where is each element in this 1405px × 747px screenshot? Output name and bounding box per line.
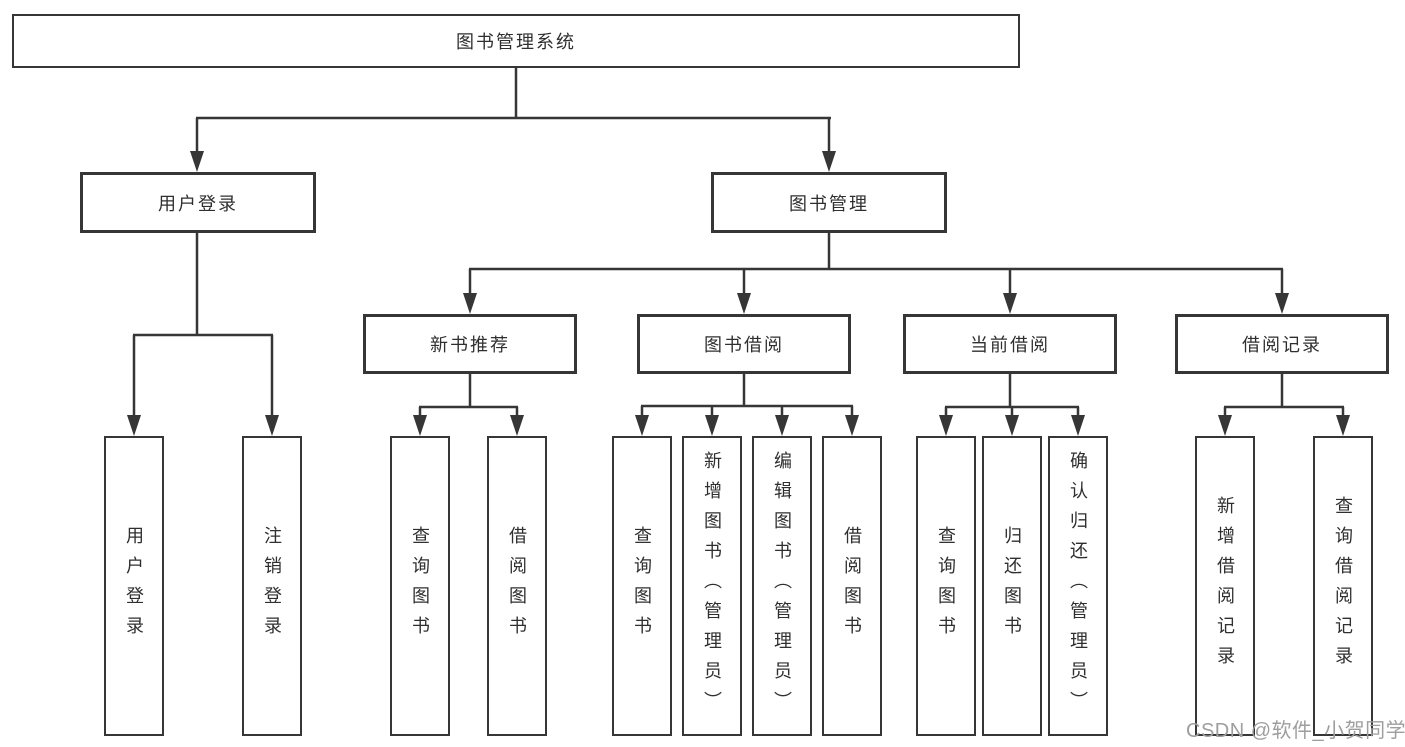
node-label: 当前借阅 [970,335,1050,355]
node-label: 新增图书（管理员） [702,451,722,721]
node-label: 确认归还（管理员） [1068,451,1088,721]
node-label: 图书管理 [789,193,869,214]
node-leaf-return-book: 归还图书 [982,436,1042,736]
node-label: 用户登录 [158,193,238,214]
node-label: 查询借阅记录 [1333,496,1353,676]
arrowheads [127,151,1350,436]
node-leaf-borrow-books: 借阅图书 [822,436,882,736]
node-leaf-query-books-current: 查询图书 [916,436,976,736]
node-label: 图书管理系统 [456,32,576,52]
node-leaf-borrow-books-recommend: 借阅图书 [487,436,547,736]
node-leaf-query-books-recommend: 查询图书 [390,436,450,736]
csdn-watermark: CSDN @软件_小贺同学 [1186,720,1405,742]
node-leaf-add-book-admin: 新增图书（管理员） [682,436,742,736]
node-leaf-query-borrow-record: 查询借阅记录 [1313,436,1373,736]
node-label: 图书借阅 [704,335,784,355]
node-book-borrowing: 图书借阅 [637,314,851,374]
node-leaf-user-login: 用户登录 [104,436,164,736]
node-leaf-edit-book-admin: 编辑图书（管理员） [752,436,812,736]
node-leaf-add-borrow-record: 新增借阅记录 [1195,436,1255,736]
node-book-management: 图书管理 [711,172,947,233]
node-label: 借阅记录 [1242,335,1322,355]
node-label: 借阅图书 [507,526,527,646]
node-label: 新书推荐 [430,335,510,355]
node-label: 查询图书 [410,526,430,646]
node-leaf-logout: 注销登录 [242,436,302,736]
node-label: 归还图书 [1002,526,1022,646]
node-leaf-confirm-return-admin: 确认归还（管理员） [1048,436,1108,736]
node-leaf-query-books-borrowing: 查询图书 [612,436,672,736]
node-label: 借阅图书 [842,526,862,646]
node-borrowing-records: 借阅记录 [1175,314,1389,374]
node-label: 用户登录 [124,526,144,646]
node-label: 查询图书 [632,526,652,646]
node-label: 新增借阅记录 [1215,496,1235,676]
node-label: 查询图书 [936,526,956,646]
node-user-login: 用户登录 [80,172,316,233]
node-library-management-system: 图书管理系统 [12,14,1020,68]
node-new-book-recommend: 新书推荐 [363,314,577,374]
node-label: 注销登录 [262,526,282,646]
node-label: 编辑图书（管理员） [772,451,792,721]
node-current-borrowing: 当前借阅 [903,314,1117,374]
